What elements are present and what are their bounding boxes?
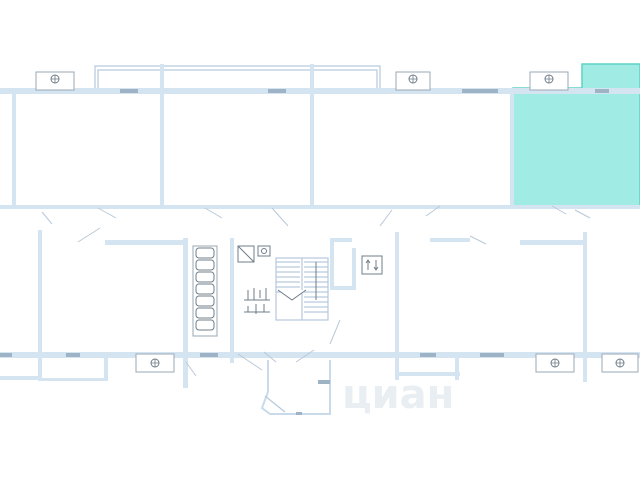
ac-unit-icon [35,71,639,373]
watermark: циан [342,372,454,418]
highlighted-apartment[interactable] [512,63,640,207]
exterior-walls [0,64,640,388]
entrance-vestibule [260,360,331,415]
elevator-icon [361,255,383,275]
toilet-icon [192,245,218,337]
stairs-icon [275,257,329,321]
radiator-icon [244,288,270,314]
sink-icon [237,245,271,263]
door-swings [41,205,591,377]
windows [0,89,609,357]
watermark-text: циан [342,372,454,418]
